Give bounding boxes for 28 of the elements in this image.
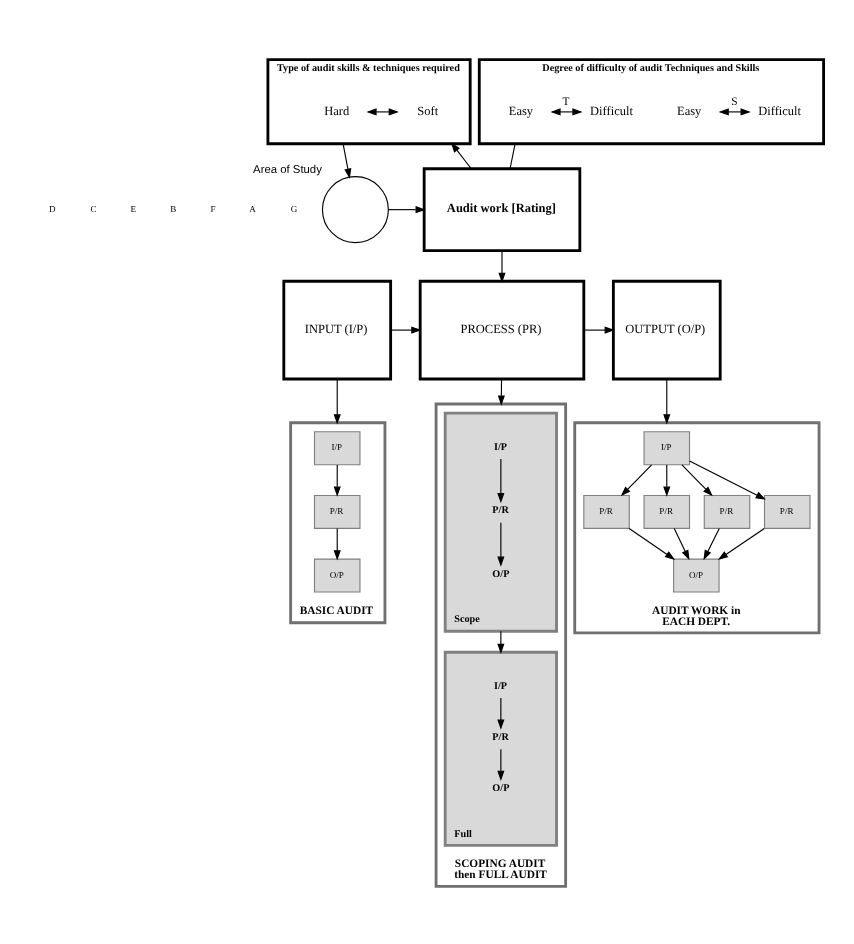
arrow xyxy=(689,459,766,499)
arrow xyxy=(703,526,720,560)
arrow xyxy=(550,107,583,115)
arrow xyxy=(333,463,341,496)
arrow xyxy=(450,141,472,169)
arrow xyxy=(342,142,352,178)
arrow xyxy=(366,107,399,115)
arrow xyxy=(390,325,422,333)
arrow xyxy=(497,629,505,653)
arrow xyxy=(388,205,426,213)
arrow xyxy=(497,457,505,503)
arrow xyxy=(497,747,505,780)
arrow xyxy=(620,463,653,496)
arrow xyxy=(497,696,505,729)
arrow xyxy=(718,107,751,115)
arrow xyxy=(717,526,765,559)
arrow xyxy=(497,521,505,566)
arrow xyxy=(583,325,615,333)
arrow xyxy=(673,526,690,560)
arrow xyxy=(681,463,713,496)
arrow xyxy=(663,377,671,424)
arrow xyxy=(628,526,676,559)
node-circle xyxy=(321,175,389,243)
connector xyxy=(509,142,516,169)
arrow xyxy=(333,526,341,560)
arrow xyxy=(663,463,671,496)
arrow xyxy=(333,377,341,424)
arrow xyxy=(498,249,506,282)
